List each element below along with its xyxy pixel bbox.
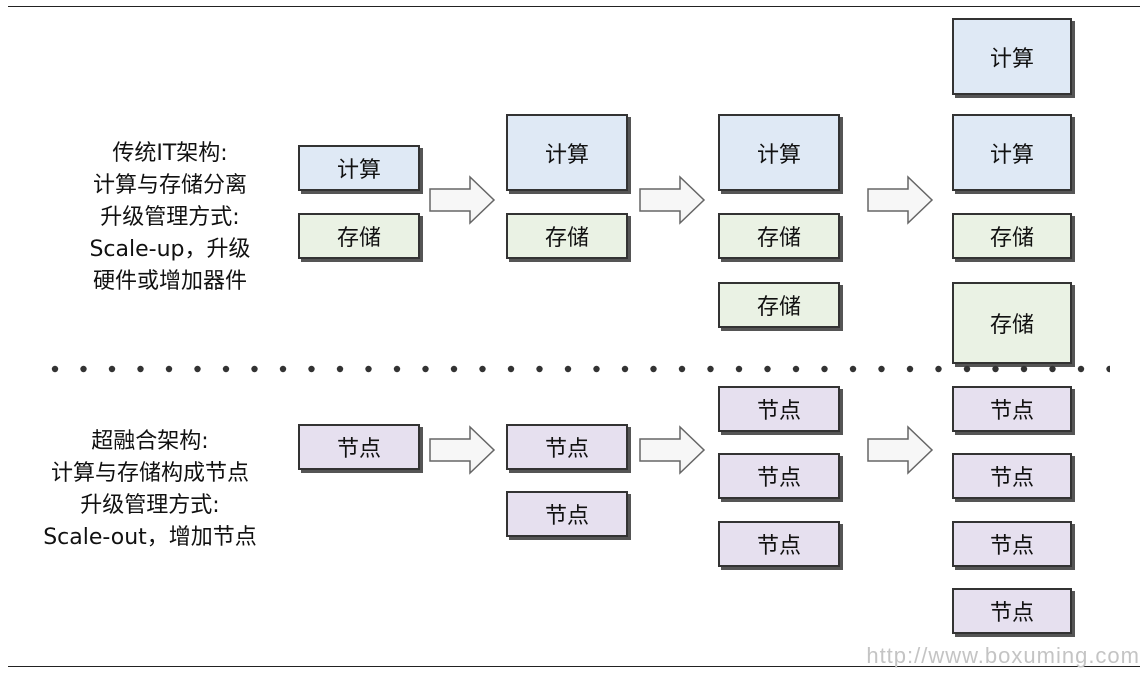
separator-dot [251,365,258,373]
node-box: 节点 [506,424,628,470]
separator-dot [735,365,743,373]
dotted-separator [51,365,1110,373]
separator-dot [108,365,116,373]
right-arrow-icon [867,425,934,475]
node-box: 节点 [298,424,420,470]
compute-box: 计算 [718,114,840,191]
separator-dot [365,365,372,373]
compute-box: 计算 [298,145,420,191]
separator-dot [222,365,230,373]
node-box: 节点 [718,386,840,432]
separator-dot [422,365,429,373]
separator-dot [593,365,600,373]
hci-description: 超融合架构: 计算与存储构成节点 升级管理方式: Scale-out，增加节点 [20,426,280,554]
node-box: 节点 [718,521,840,567]
separator-dot [935,365,942,373]
traditional-line-3: 升级管理方式: [100,205,240,230]
compute-box: 计算 [952,114,1072,191]
separator-dot [536,365,543,373]
separator-dot [507,365,515,373]
separator-dot [336,365,344,373]
compute-box: 计算 [506,114,628,191]
node-box: 节点 [952,588,1072,634]
right-arrow-icon [429,175,496,225]
storage-box: 存储 [952,213,1072,259]
storage-box: 存储 [506,213,628,259]
separator-dot [906,365,914,373]
traditional-line-5: 硬件或增加器件 [92,269,247,294]
storage-box: 存储 [298,213,420,259]
separator-dot [764,365,771,373]
separator-dot [1106,365,1110,373]
right-arrow-icon [429,425,496,475]
separator-dot [992,365,999,373]
storage-box: 存储 [952,282,1072,364]
node-box: 节点 [952,386,1072,432]
separator-dot [650,365,657,373]
hci-line-2: 计算与存储构成节点 [50,461,249,486]
traditional-line-4: Scale-up，升级 [89,237,251,262]
separator-dot [51,365,59,373]
separator-dot [194,365,201,373]
traditional-description: 传统IT架构: 计算与存储分离 升级管理方式: Scale-up，升级 硬件或增… [60,138,280,298]
separator-dot [279,365,287,373]
separator-dot [707,365,714,373]
node-box: 节点 [952,521,1072,567]
compute-box: 计算 [952,18,1072,95]
node-box: 节点 [506,491,628,537]
hci-line-3: 升级管理方式: [80,493,220,518]
traditional-line-1: 传统IT架构: [112,141,228,166]
right-arrow-icon [639,175,706,225]
separator-dot [1049,365,1056,373]
top-rule [8,6,1140,7]
traditional-line-2: 计算与存储分离 [92,173,247,198]
bottom-rule [8,666,1140,667]
separator-dot [621,365,629,373]
node-box: 节点 [718,453,840,499]
separator-dot [479,365,486,373]
right-arrow-icon [867,175,934,225]
storage-box: 存储 [718,282,840,328]
separator-dot [878,365,885,373]
separator-dot [80,365,87,373]
separator-dot [564,365,572,373]
separator-dot [678,365,686,373]
separator-dot [165,365,173,373]
separator-dot [393,365,401,373]
right-arrow-icon [639,425,706,475]
watermark: http://www.boxuming.com [866,643,1140,668]
separator-dot [963,365,971,373]
hci-line-4: Scale-out，增加节点 [43,525,257,550]
separator-dot [849,365,857,373]
separator-dot [137,365,144,373]
hci-line-1: 超融合架构: [91,429,209,454]
separator-dot [821,365,828,373]
separator-dot [792,365,800,373]
storage-box: 存储 [718,213,840,259]
node-box: 节点 [952,453,1072,499]
separator-dot [308,365,315,373]
separator-dot [1020,365,1028,373]
separator-dot [450,365,458,373]
separator-dot [1077,365,1085,373]
